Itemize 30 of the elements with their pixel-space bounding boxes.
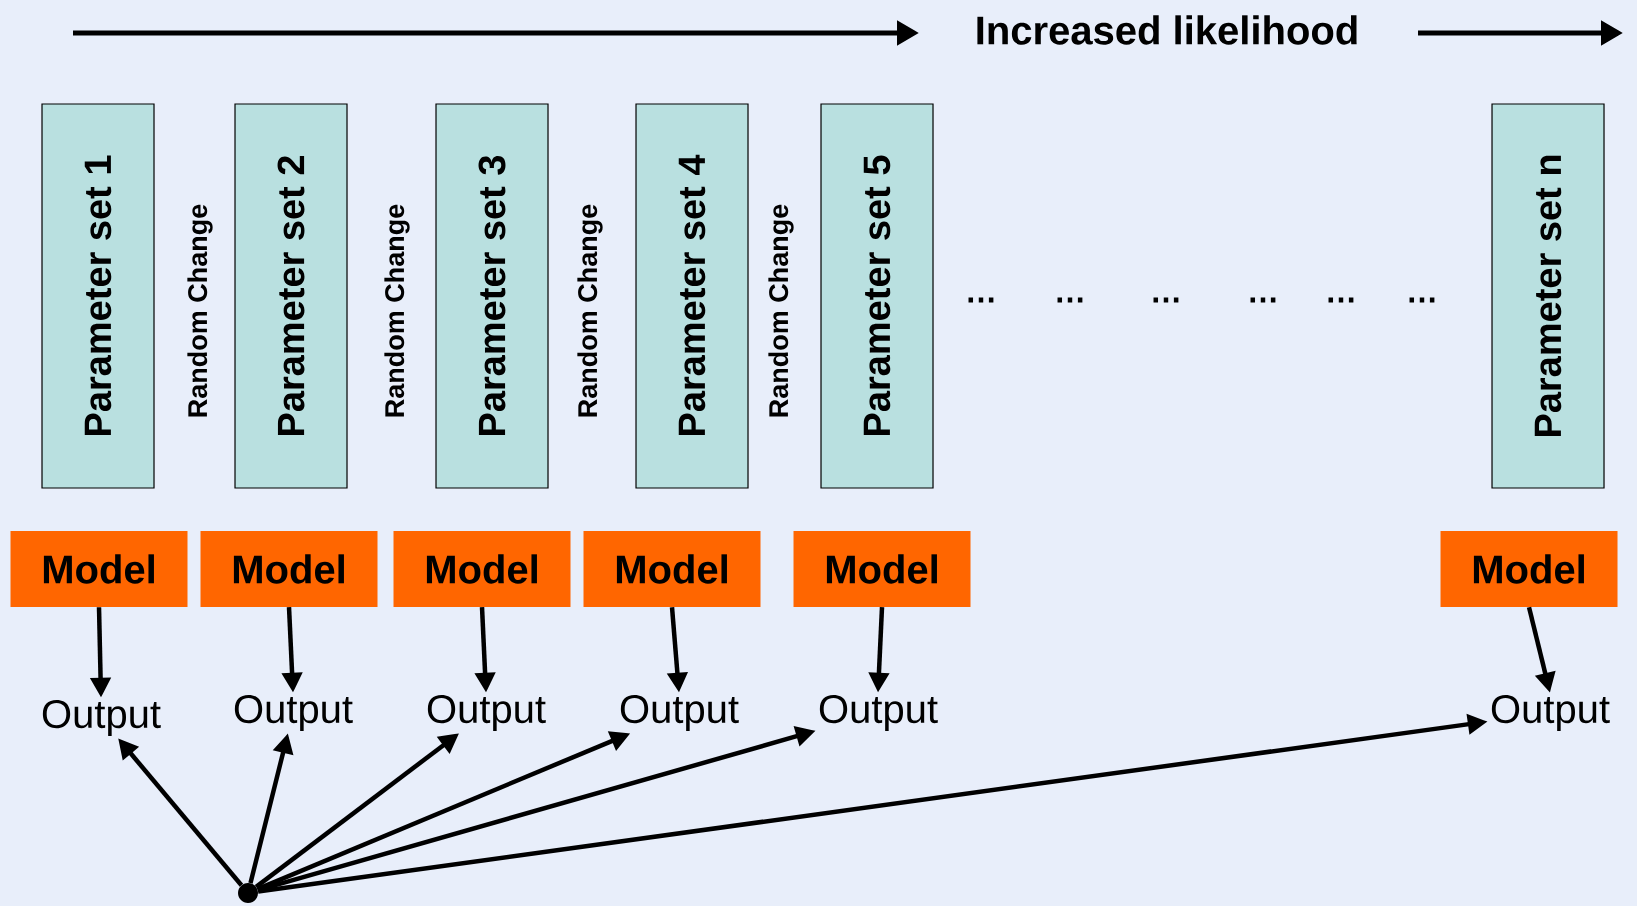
rotated-label: Random Change <box>187 204 213 417</box>
heading-text: Increased likelihood <box>977 15 1357 45</box>
model-box: Model <box>583 531 761 607</box>
output-text: Output <box>42 699 161 737</box>
parameter-box: Parameter set 4 <box>635 103 749 489</box>
rotated-label: Random Change <box>768 204 794 417</box>
model-box: Model <box>200 531 378 607</box>
parameter-box: Parameter set n <box>1491 103 1605 489</box>
ellipsis: … <box>1250 297 1276 303</box>
parameter-box: Parameter set 1 <box>41 103 155 489</box>
rotated-label: Random Change <box>384 204 410 417</box>
output-text: Output <box>819 694 938 732</box>
ellipsis: … <box>968 297 994 303</box>
output-text: Output <box>234 694 353 732</box>
ellipsis: … <box>1328 297 1354 303</box>
model-box: Model <box>793 531 971 607</box>
output-text: Output <box>620 694 739 732</box>
ellipsis: … <box>1409 297 1435 303</box>
model-box: Model <box>10 531 188 607</box>
rotated-label: Random Change <box>577 204 603 417</box>
output-text: Output <box>427 694 546 732</box>
junction-dot <box>238 883 258 903</box>
parameter-box: Parameter set 3 <box>435 103 549 489</box>
model-box: Model <box>1440 531 1618 607</box>
parameter-box: Parameter set 5 <box>820 103 934 489</box>
output-text: Output <box>1491 694 1610 732</box>
ellipsis: … <box>1153 297 1179 303</box>
model-box: Model <box>393 531 571 607</box>
parameter-box: Parameter set 2 <box>234 103 348 489</box>
ellipsis: … <box>1057 297 1083 303</box>
